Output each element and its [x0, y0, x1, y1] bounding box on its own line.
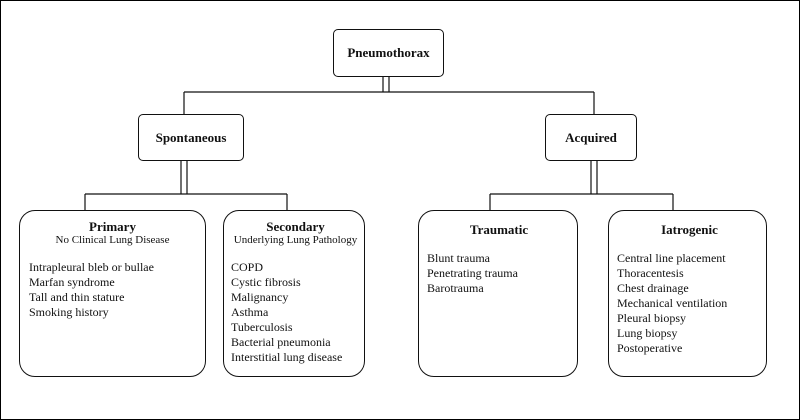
list-item: Thoracentesis: [617, 266, 684, 280]
list-item: Blunt trauma: [427, 251, 490, 265]
pneumothorax-label: Pneumothorax: [347, 45, 430, 60]
spontaneous-label: Spontaneous: [155, 129, 227, 145]
list-item: Pleural biopsy: [617, 311, 686, 325]
list-item: Postoperative: [617, 341, 683, 355]
secondary-node: Secondary Underlying Lung Pathology COPD…: [223, 210, 365, 377]
list-item: Interstitial lung disease: [231, 350, 343, 364]
list-item: COPD: [231, 260, 264, 274]
list-item: Tuberculosis: [231, 320, 293, 334]
secondary-title: Secondary: [266, 219, 325, 234]
list-item: Malignancy: [231, 290, 289, 304]
acquired-label: Acquired: [565, 129, 617, 145]
primary-subtitle: No Clinical Lung Disease: [55, 234, 170, 246]
primary-node: Primary No Clinical Lung Disease Intrapl…: [19, 210, 206, 377]
iatrogenic-node: Iatrogenic Central line placement Thorac…: [608, 210, 767, 377]
list-item: Penetrating trauma: [427, 266, 518, 280]
list-item: Lung biopsy: [617, 326, 678, 340]
list-item: Barotrauma: [427, 281, 484, 295]
list-item: Central line placement: [617, 251, 726, 265]
iatrogenic-title: Iatrogenic: [661, 222, 718, 237]
list-item: Smoking history: [29, 305, 109, 319]
primary-title: Primary: [89, 219, 136, 234]
list-item: Cystic fibrosis: [231, 275, 301, 289]
traumatic-title: Traumatic: [469, 222, 529, 237]
list-item: Chest drainage: [617, 281, 689, 295]
list-item: Bacterial pneumonia: [231, 335, 331, 349]
list-item: Tall and thin stature: [29, 290, 125, 304]
acquired-node: Acquired: [545, 114, 637, 161]
list-item: Marfan syndrome: [29, 275, 115, 289]
spontaneous-node: Spontaneous: [138, 114, 244, 161]
traumatic-list: Blunt trauma Penetrating trauma Barotrau…: [427, 251, 571, 296]
iatrogenic-list: Central line placement Thoracentesis Che…: [617, 251, 762, 356]
traumatic-node: Traumatic Blunt trauma Penetrating traum…: [418, 210, 578, 377]
list-item: Mechanical ventilation: [617, 296, 728, 310]
list-item: Intrapleural bleb or bullae: [29, 260, 154, 274]
list-item: Asthma: [231, 305, 269, 319]
primary-list: Intrapleural bleb or bullae Marfan syndr…: [28, 260, 197, 320]
secondary-list: COPD Cystic fibrosis Malignancy Asthma T…: [231, 260, 360, 365]
pneumothorax-node: Pneumothorax: [333, 29, 444, 77]
secondary-subtitle: Underlying Lung Pathology: [233, 234, 358, 246]
